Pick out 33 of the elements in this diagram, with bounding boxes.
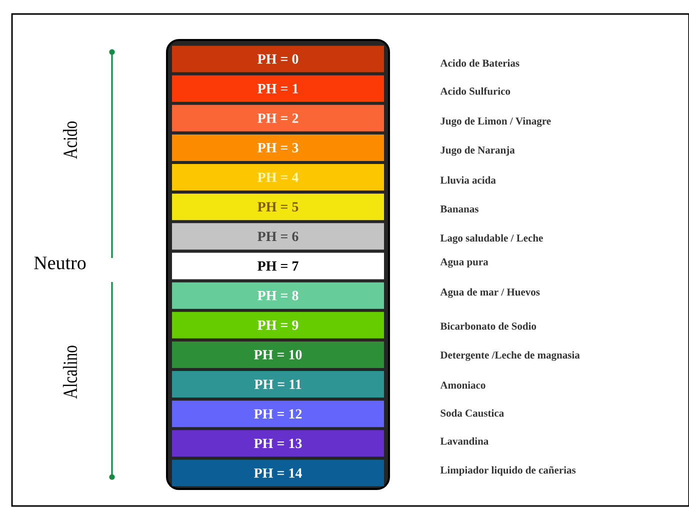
- example-text: Amoniaco: [440, 381, 486, 389]
- ph-band: PH = 4: [172, 164, 384, 191]
- example-text: Detergente /Leche de magnasia: [440, 351, 580, 361]
- ph-band: PH = 2: [172, 104, 384, 132]
- category-label: Neutro: [34, 256, 86, 270]
- example-text: Limpiador liquido de cañerias: [440, 466, 576, 476]
- example-text: Lavandina: [440, 437, 488, 445]
- example-text: Acido Sulfurico: [440, 87, 510, 95]
- example-text: Agua de mar / Huevos: [440, 288, 540, 298]
- ph-band: PH = 14: [172, 460, 384, 486]
- ph-band: PH = 13: [172, 430, 384, 457]
- ph-band: PH = 3: [172, 134, 384, 161]
- ph-band: PH = 1: [172, 75, 384, 102]
- ph-band: PH = 7: [172, 252, 384, 280]
- category-label: Acido: [62, 122, 78, 159]
- example-text: Bananas: [440, 206, 478, 212]
- ph-band: PH = 6: [172, 223, 384, 250]
- example-text: Bicarbonato de Sodio: [440, 322, 536, 330]
- category-label: Alcalino: [62, 346, 78, 399]
- example-text: Acido de Baterias: [440, 59, 520, 67]
- example-text: Jugo de Limon / Vinagre: [440, 117, 551, 127]
- ph-band: PH = 8: [172, 282, 384, 309]
- example-text: Jugo de Naranja: [440, 146, 515, 156]
- ph-band: PH = 0: [172, 46, 384, 72]
- ph-band: PH = 9: [172, 312, 384, 338]
- example-text: Lluvia acida: [440, 176, 496, 184]
- ph-band: PH = 10: [172, 341, 384, 368]
- example-text: Lago saludable / Leche: [440, 234, 543, 244]
- example-text: Soda Caustica: [440, 409, 504, 417]
- ph-band: PH = 11: [172, 371, 384, 398]
- example-text: Agua pura: [440, 258, 488, 268]
- ph-band: PH = 5: [172, 194, 384, 220]
- ph-band: PH = 12: [172, 400, 384, 428]
